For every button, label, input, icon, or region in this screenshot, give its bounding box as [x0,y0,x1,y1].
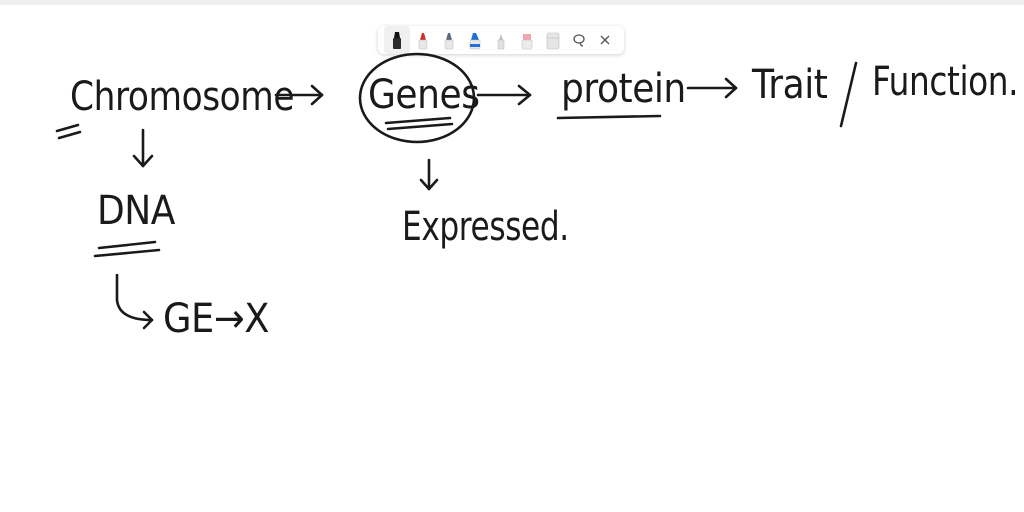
eraser-icon [546,32,560,50]
hook-arrow-dna-ge [115,273,154,330]
arrow-chromosome-genes [274,84,324,106]
genes-underline [386,122,454,131]
genes-label: Genes [368,71,480,117]
protein-underline [556,114,662,120]
dna-label: DNA [97,187,175,233]
arrow-genes-protein [476,84,532,106]
arrow-protein-trait [686,77,738,99]
double-mark [57,130,82,140]
dna-underline [97,240,157,250]
chromosome-label: Chromosome [70,72,294,119]
black-marker-button[interactable] [384,26,410,54]
genes-circle [358,52,476,144]
drawing-toolbar [378,26,624,54]
lasso-button[interactable] [566,26,592,54]
close-toolbar-button[interactable] [592,26,618,54]
window-top-bar [0,0,1024,5]
eraser-button[interactable] [540,26,566,54]
pink-highlighter-button[interactable] [514,26,540,54]
double-mark [55,123,80,133]
arrow-genes-expressed [419,158,439,191]
slash-divider [839,61,858,128]
arrow-chromosome-dna [132,128,154,168]
pencil-icon [497,34,505,50]
lasso-icon [573,34,585,47]
blue-marker-button[interactable] [462,26,488,54]
slate-marker-icon [444,33,454,50]
protein-label: protein [561,65,686,111]
ge-x-label: GE→X [163,296,269,343]
blue-marker-icon [469,33,481,50]
red-marker-icon [418,33,428,50]
trait-label: Trait [751,61,827,107]
close-icon [600,35,610,45]
function-label: Function. [872,58,1018,105]
slate-marker-button[interactable] [436,26,462,54]
genes-underline [384,116,452,125]
pink-highlighter-icon [521,34,533,50]
expressed-label: Expressed. [402,204,569,250]
red-marker-button[interactable] [410,26,436,54]
dna-underline [93,248,161,258]
pencil-button[interactable] [488,26,514,54]
black-marker-icon [393,32,401,49]
